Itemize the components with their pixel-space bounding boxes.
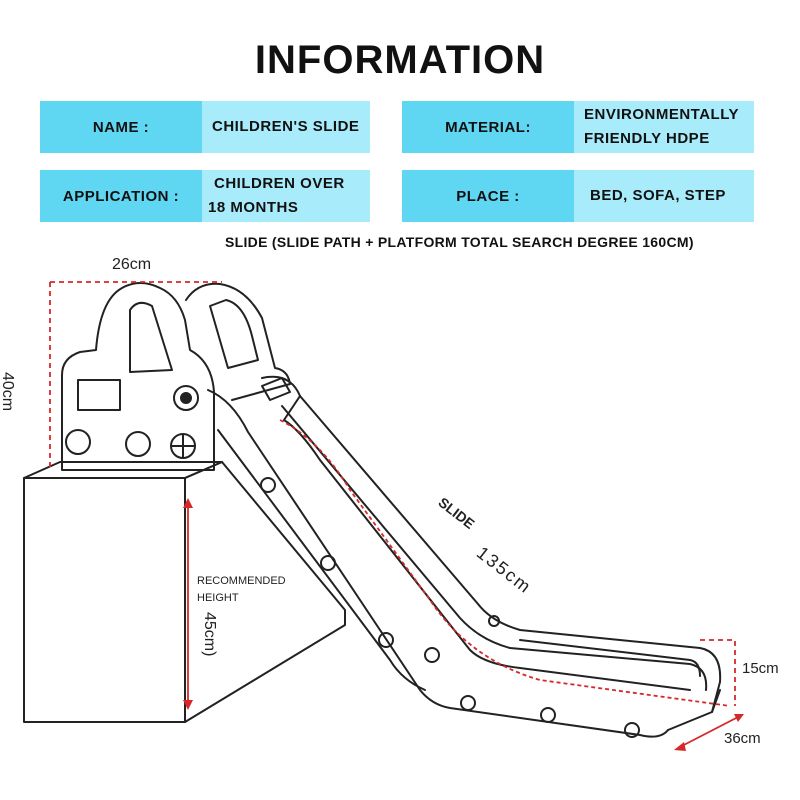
bolt-6 (540, 707, 556, 723)
platform-handle (129, 301, 173, 373)
material-value-line1: ENVIRONMENTALLY (584, 106, 740, 123)
slide-total-caption: SLIDE (SLIDE PATH + PLATFORM TOTAL SEARC… (225, 234, 694, 250)
platform-window (77, 379, 121, 411)
knob-4 (173, 385, 199, 411)
platform-rail-window (209, 299, 259, 369)
info-material-row: MATERIAL: ENVIRONMENTALLY FRIENDLY HDPE (402, 101, 754, 153)
info-application-row: APPLICATION : CHILDREN OVER 18 MONTHS (40, 170, 370, 222)
bolt-5 (460, 695, 476, 711)
knob-2 (125, 431, 151, 457)
slide-slot-upper (261, 377, 291, 401)
bolt-8 (488, 615, 500, 627)
platform-rail-panel (185, 282, 291, 401)
step-box-front (23, 477, 186, 723)
bolt-4 (424, 647, 440, 663)
name-value: CHILDREN'S SLIDE (202, 101, 370, 153)
platform-back (61, 282, 215, 471)
info-name-row: NAME : CHILDREN'S SLIDE (40, 101, 370, 153)
slide-end-lip (667, 689, 721, 731)
application-value-line1: CHILDREN OVER (214, 175, 345, 192)
slide-rail-left (207, 389, 669, 738)
bolt-1 (260, 477, 276, 493)
slide-rail-right-inner (281, 405, 708, 691)
page-title: INFORMATION (254, 38, 546, 82)
recommended-line2: HEIGHT (197, 592, 239, 604)
dim-width-top-label: 26cm (112, 256, 152, 273)
application-value-line2: 18 MONTHS (208, 199, 299, 216)
slide-rail-left-inner (217, 429, 426, 691)
dim-end-height-label: 15cm (742, 660, 779, 677)
material-label: MATERIAL: (402, 101, 574, 153)
recommended-line1: RECOMMENDED (197, 575, 286, 587)
knob-1 (65, 429, 91, 455)
application-value: CHILDREN OVER 18 MONTHS (202, 170, 370, 222)
material-value-line2: FRIENDLY HDPE (584, 130, 710, 147)
bolt-3 (378, 632, 394, 648)
dim-height-top-label: 40cm (0, 372, 16, 412)
recommended-height-value: 45cm) (201, 612, 218, 657)
application-label: APPLICATION : (40, 170, 202, 222)
place-value: BED, SOFA, STEP (574, 170, 754, 222)
bolt-7 (624, 722, 640, 738)
step-box-side (184, 461, 346, 723)
name-label: NAME : (40, 101, 202, 153)
bolt-2 (320, 555, 336, 571)
dim-end-width (677, 715, 741, 749)
recommended-height-caption: RECOMMENDED HEIGHT (197, 573, 286, 607)
dim-end-width-label: 36cm (724, 730, 761, 747)
place-label: PLACE : (402, 170, 574, 222)
dim-end-height (700, 639, 736, 706)
info-place-row: PLACE : BED, SOFA, STEP (402, 170, 754, 222)
slide-slot-lower (519, 639, 701, 677)
material-value: ENVIRONMENTALLY FRIENDLY HDPE (574, 101, 754, 153)
